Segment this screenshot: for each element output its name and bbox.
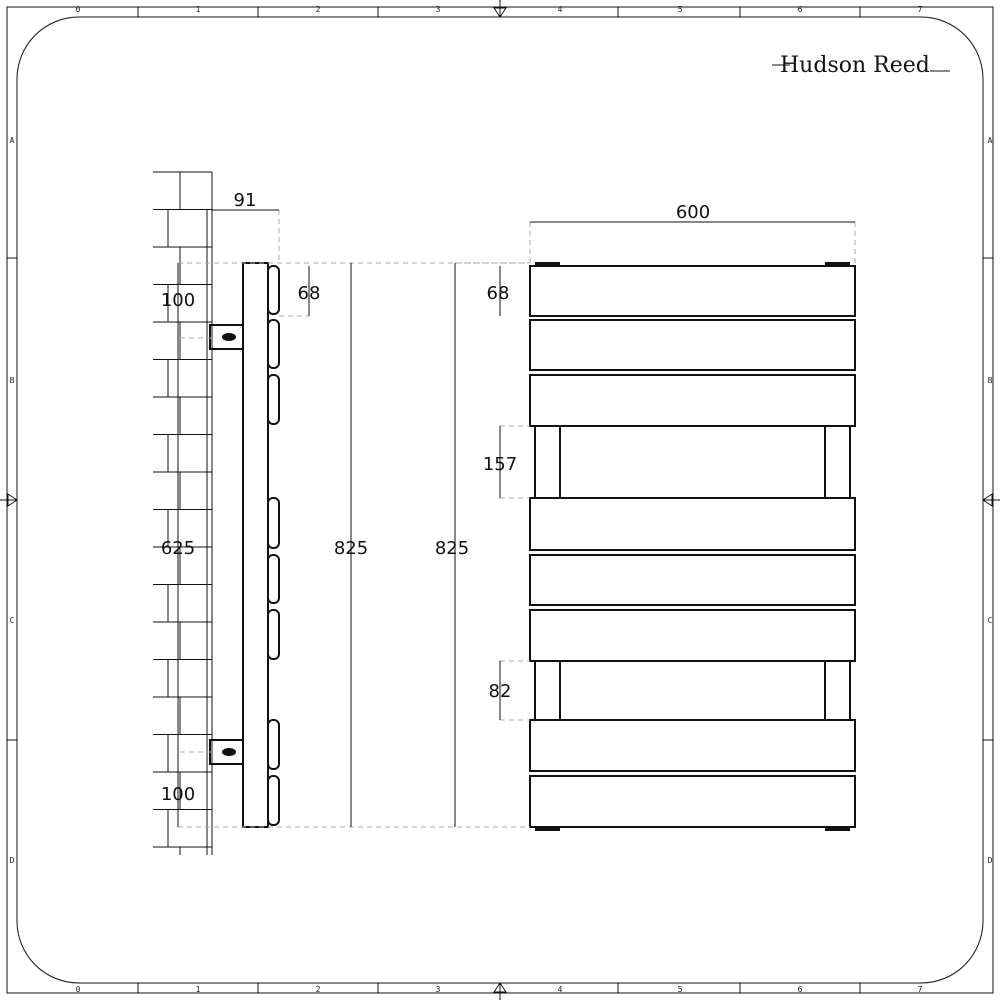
- ruler-column-label: 6: [798, 5, 803, 14]
- side-panel: [267, 775, 280, 826]
- dim-front-gap-lower: 82: [489, 681, 512, 702]
- front-panel: [529, 319, 856, 371]
- ruler-column-label: 3: [436, 985, 441, 994]
- front-panel: [529, 265, 856, 317]
- ruler-row-label: B: [10, 376, 15, 385]
- wall-bricks: [153, 171, 213, 855]
- dim-side-height: 825: [334, 538, 368, 559]
- dim-front-gap-upper: 157: [483, 454, 517, 475]
- ruler-column-label: 4: [558, 5, 563, 14]
- ruler-row-label: A: [988, 136, 993, 145]
- logo-text: Hudson Reed: [780, 53, 930, 78]
- dim-side-panel: 68: [298, 283, 321, 304]
- rail-cap: [825, 827, 850, 831]
- ruler-column-label: 3: [436, 5, 441, 14]
- side-panel: [267, 374, 280, 425]
- side-panel: [267, 265, 280, 315]
- ruler-column-label: 2: [316, 5, 321, 14]
- ruler-column-label: 5: [678, 5, 683, 14]
- side-panel: [267, 719, 280, 770]
- extension-line: [178, 262, 530, 828]
- dim-top-bracket: 100: [161, 290, 195, 311]
- rail-cap: [535, 827, 560, 831]
- front-panel: [529, 497, 856, 551]
- bracket-screw-icon: [222, 748, 236, 756]
- ruler-row-label: B: [988, 376, 993, 385]
- ruler-column-label: 6: [798, 985, 803, 994]
- ruler-row-label: D: [988, 856, 993, 865]
- dim-bottom-bracket: 100: [161, 784, 195, 805]
- front-panel: [529, 554, 856, 606]
- ruler-row-label: C: [10, 616, 15, 625]
- side-view: [209, 262, 280, 828]
- rail-cap: [825, 262, 850, 266]
- side-panel: [267, 497, 280, 549]
- wall-bracket: [209, 324, 244, 350]
- dimension-labels: 91 68 100 625 100 825 825 600 68 157 82: [161, 190, 710, 805]
- ruler-column-label: 0: [76, 5, 81, 14]
- dim-side-depth: 91: [234, 190, 257, 211]
- ruler-row-label: A: [10, 136, 15, 145]
- outer-frame: [6, 6, 994, 994]
- dim-front-panel: 68: [487, 283, 510, 304]
- ruler-column-label: 1: [196, 985, 201, 994]
- vertical-rail: [824, 425, 851, 499]
- ruler-column-label: 4: [558, 985, 563, 994]
- vertical-rail: [534, 660, 561, 721]
- side-column: [242, 262, 269, 828]
- vertical-rail: [534, 425, 561, 499]
- dim-front-height: 825: [435, 538, 469, 559]
- ruler-column-label: 7: [918, 985, 923, 994]
- front-panel: [529, 775, 856, 828]
- logo: Hudson Reed: [772, 53, 950, 78]
- vertical-rail: [824, 660, 851, 721]
- side-panel: [267, 609, 280, 660]
- bracket-screw-icon: [222, 333, 236, 341]
- front-panel: [529, 609, 856, 662]
- rail-cap: [535, 262, 560, 266]
- ruler-column-label: 2: [316, 985, 321, 994]
- side-panel: [267, 554, 280, 604]
- side-panel: [267, 319, 280, 369]
- extension-line: [455, 222, 856, 721]
- extension-line: [180, 210, 309, 753]
- front-panel: [529, 374, 856, 427]
- ruler-column-label: 5: [678, 985, 683, 994]
- front-panel: [529, 719, 856, 772]
- inner-frame: [16, 16, 984, 984]
- ruler-column-label: 7: [918, 5, 923, 14]
- ruler-row-label: D: [10, 856, 15, 865]
- ruler-row-label: C: [988, 616, 993, 625]
- dim-front-width: 600: [676, 202, 710, 223]
- dim-bracket-spacing: 625: [161, 538, 195, 559]
- front-view: [529, 262, 856, 831]
- ruler-column-label: 0: [76, 985, 81, 994]
- ruler-column-label: 1: [196, 5, 201, 14]
- dimension-lines: [177, 209, 856, 828]
